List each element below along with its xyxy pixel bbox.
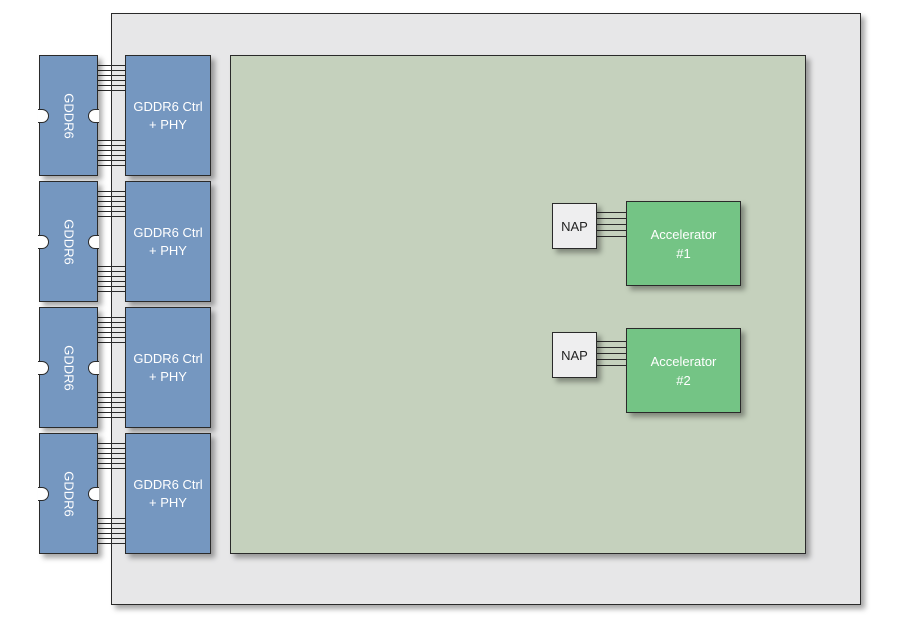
bus-line [96, 337, 127, 338]
controller-label-line1: GDDR6 Ctrl [133, 224, 203, 240]
nap-link-line [596, 224, 627, 225]
bus-line [96, 80, 127, 81]
bus-line [96, 518, 127, 519]
memory-label: GDDR6 [61, 92, 76, 139]
controller-label-line2: + PHY [149, 494, 187, 510]
bus-line [96, 402, 127, 403]
bus-line [96, 65, 127, 66]
bus-line [96, 528, 127, 529]
bus-line [96, 443, 127, 444]
bus-line [96, 70, 127, 71]
bus-line [96, 523, 127, 524]
bus-line [96, 322, 127, 323]
bus-line [96, 538, 127, 539]
memory-notch-left [38, 360, 49, 375]
nap-link-line [596, 347, 627, 348]
nap-label: NAP [561, 347, 588, 363]
bus-line [96, 206, 127, 207]
memory-notch-left [38, 486, 49, 501]
nap-label: NAP [561, 218, 588, 234]
bus-line [96, 145, 127, 146]
memory-label: GDDR6 [61, 344, 76, 391]
bus-line [96, 291, 127, 292]
gddr6-memory-3: GDDR6 [38, 307, 99, 428]
bus-line [96, 191, 127, 192]
bus-line [96, 216, 127, 217]
accelerator-label-line1: Accelerator [650, 226, 717, 242]
bus-line [96, 155, 127, 156]
bus-line [96, 468, 127, 469]
bus-line [96, 543, 127, 544]
nap-link-line [596, 218, 627, 219]
bus-line [96, 150, 127, 151]
accelerator-label-line2: #2 [676, 372, 691, 388]
bus-line [96, 458, 127, 459]
bus-line [96, 332, 127, 333]
bus-line [96, 327, 127, 328]
gddr6-controller-3: GDDR6 Ctrl + PHY [125, 307, 211, 428]
controller-label-line1: GDDR6 Ctrl [133, 98, 203, 114]
bus-line [96, 165, 127, 166]
controller-label-line2: + PHY [149, 242, 187, 258]
controller-label-line1: GDDR6 Ctrl [133, 476, 203, 492]
fpga-fabric [230, 55, 806, 554]
nap-link-line [596, 212, 627, 213]
gddr6-controller-4: GDDR6 Ctrl + PHY [125, 433, 211, 554]
memory-notch-right [88, 108, 99, 123]
memory-label: GDDR6 [61, 218, 76, 265]
bus-line [96, 281, 127, 282]
memory-notch-right [88, 234, 99, 249]
nap-2: NAP [552, 332, 597, 378]
bus-line [96, 463, 127, 464]
bus-line [96, 342, 127, 343]
controller-label-line2: + PHY [149, 116, 187, 132]
bus-line [96, 392, 127, 393]
accelerator-label-line1: Accelerator [650, 353, 717, 369]
accelerator-label-line2: #1 [676, 245, 691, 261]
bus-line [96, 201, 127, 202]
controller-label-line2: + PHY [149, 368, 187, 384]
nap-link-line [596, 359, 627, 360]
memory-notch-left [38, 234, 49, 249]
bus-line [96, 453, 127, 454]
memory-notch-right [88, 360, 99, 375]
memory-notch-right [88, 486, 99, 501]
gddr6-controller-2: GDDR6 Ctrl + PHY [125, 181, 211, 302]
bus-line [96, 407, 127, 408]
bus-line [96, 412, 127, 413]
bus-line [96, 160, 127, 161]
bus-line [96, 317, 127, 318]
bus-line [96, 271, 127, 272]
bus-line [96, 211, 127, 212]
nap-link-line [596, 365, 627, 366]
memory-notch-left [38, 108, 49, 123]
nap-1: NAP [552, 203, 597, 249]
bus-line [96, 85, 127, 86]
nap-link-line [596, 353, 627, 354]
accelerator-2: Accelerator #2 [626, 328, 741, 413]
bus-line [96, 140, 127, 141]
nap-link-line [596, 341, 627, 342]
gddr6-memory-2: GDDR6 [38, 181, 99, 302]
bus-line [96, 90, 127, 91]
memory-label: GDDR6 [61, 470, 76, 517]
bus-line [96, 397, 127, 398]
bus-line [96, 286, 127, 287]
controller-label-line1: GDDR6 Ctrl [133, 350, 203, 366]
accelerator-1: Accelerator #1 [626, 201, 741, 286]
bus-line [96, 533, 127, 534]
bus-line [96, 196, 127, 197]
gddr6-memory-1: GDDR6 [38, 55, 99, 176]
bus-line [96, 266, 127, 267]
nap-link-line [596, 236, 627, 237]
gddr6-memory-4: GDDR6 [38, 433, 99, 554]
bus-line [96, 448, 127, 449]
bus-line [96, 417, 127, 418]
gddr6-controller-1: GDDR6 Ctrl + PHY [125, 55, 211, 176]
nap-link-line [596, 230, 627, 231]
bus-line [96, 276, 127, 277]
bus-line [96, 75, 127, 76]
